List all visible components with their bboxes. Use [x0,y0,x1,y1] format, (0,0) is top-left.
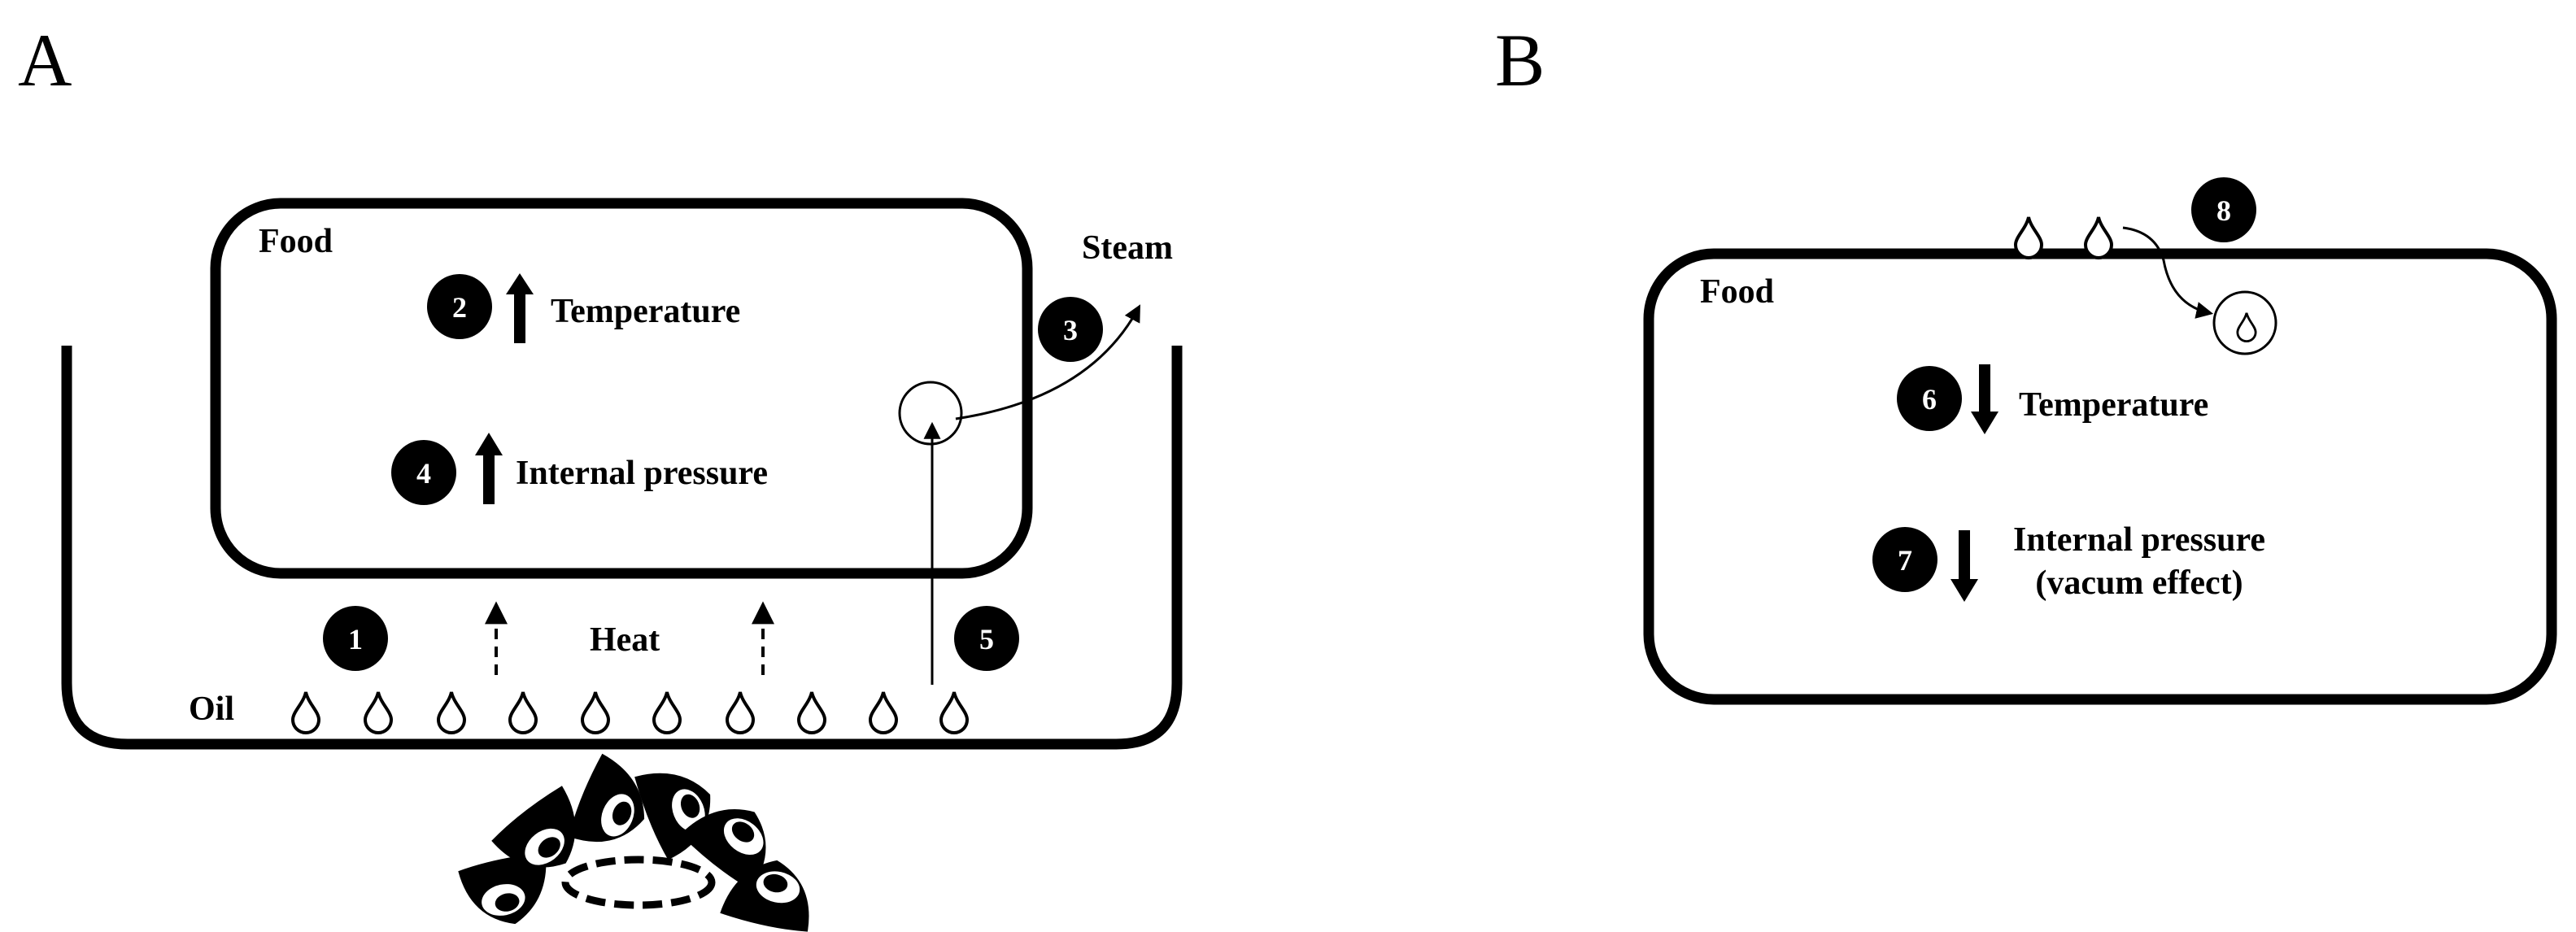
step-2-number: 2 [452,291,467,324]
step-1-number: 1 [348,623,363,655]
oil-drop-icon [364,690,393,734]
food-label-b: Food [1700,273,1774,311]
oil-drop-icon [581,690,610,734]
internal-pressure-label-b: Internal pressure [2013,521,2265,559]
step-5-number: 5 [979,623,994,655]
step-2-badge [427,274,492,339]
panel-a-letter: A [18,19,72,102]
oil-drop-icon [939,690,969,734]
step-1-badge [323,606,388,671]
oil-drop-icon [291,690,320,734]
oil-drop-icon [437,690,466,734]
heat-label: Heat [590,621,660,659]
step-3-number: 3 [1063,314,1078,346]
frying-pan [61,346,1183,750]
oil-drop-icon [652,690,682,734]
food-block-b [1643,248,2557,705]
oil-drop-icon [508,690,538,734]
step-5-badge [954,606,1019,671]
surface-drop-icon [2014,216,2043,259]
step-6-badge [1897,366,1962,431]
pressure-up-arrow [475,433,503,504]
temperature-down-arrow [1971,364,1998,434]
temperature-label-b: Temperature [2019,386,2208,424]
step-8-number: 8 [2216,194,2231,227]
step-3-badge [1038,297,1103,362]
oil-absorption-arrow [2122,226,2214,319]
step-7-badge [1872,527,1937,592]
food-label: Food [259,223,333,260]
internal-pressure-label: Internal pressure [516,455,768,492]
food-block [210,198,1033,579]
absorbed-oil-bubble [2212,290,2277,355]
oil-drop-icon [869,690,898,734]
step-7-number: 7 [1898,544,1912,577]
oil-drop-icon [797,690,826,734]
oil-droplets [291,690,969,734]
pressure-down-arrow [1951,530,1978,602]
temperature-up-arrow [506,273,534,343]
steam-label: Steam [1082,229,1173,267]
surface-drop-icon [2084,216,2113,259]
steam-escape-arrow [955,304,1140,420]
panel-b-letter: B [1495,19,1545,102]
vacuum-effect-note: (vacum effect) [2035,564,2243,602]
temperature-label: Temperature [551,293,740,330]
steam-bubble [898,381,963,446]
absorbed-drop-icon [2236,311,2257,343]
burner-flame-icon [457,752,822,932]
step-8-badge [2191,177,2256,242]
step-6-number: 6 [1922,383,1937,416]
step-4-badge [391,440,456,505]
step-4-number: 4 [416,457,431,490]
oil-label: Oil [189,690,234,728]
oil-drop-icon [726,690,755,734]
